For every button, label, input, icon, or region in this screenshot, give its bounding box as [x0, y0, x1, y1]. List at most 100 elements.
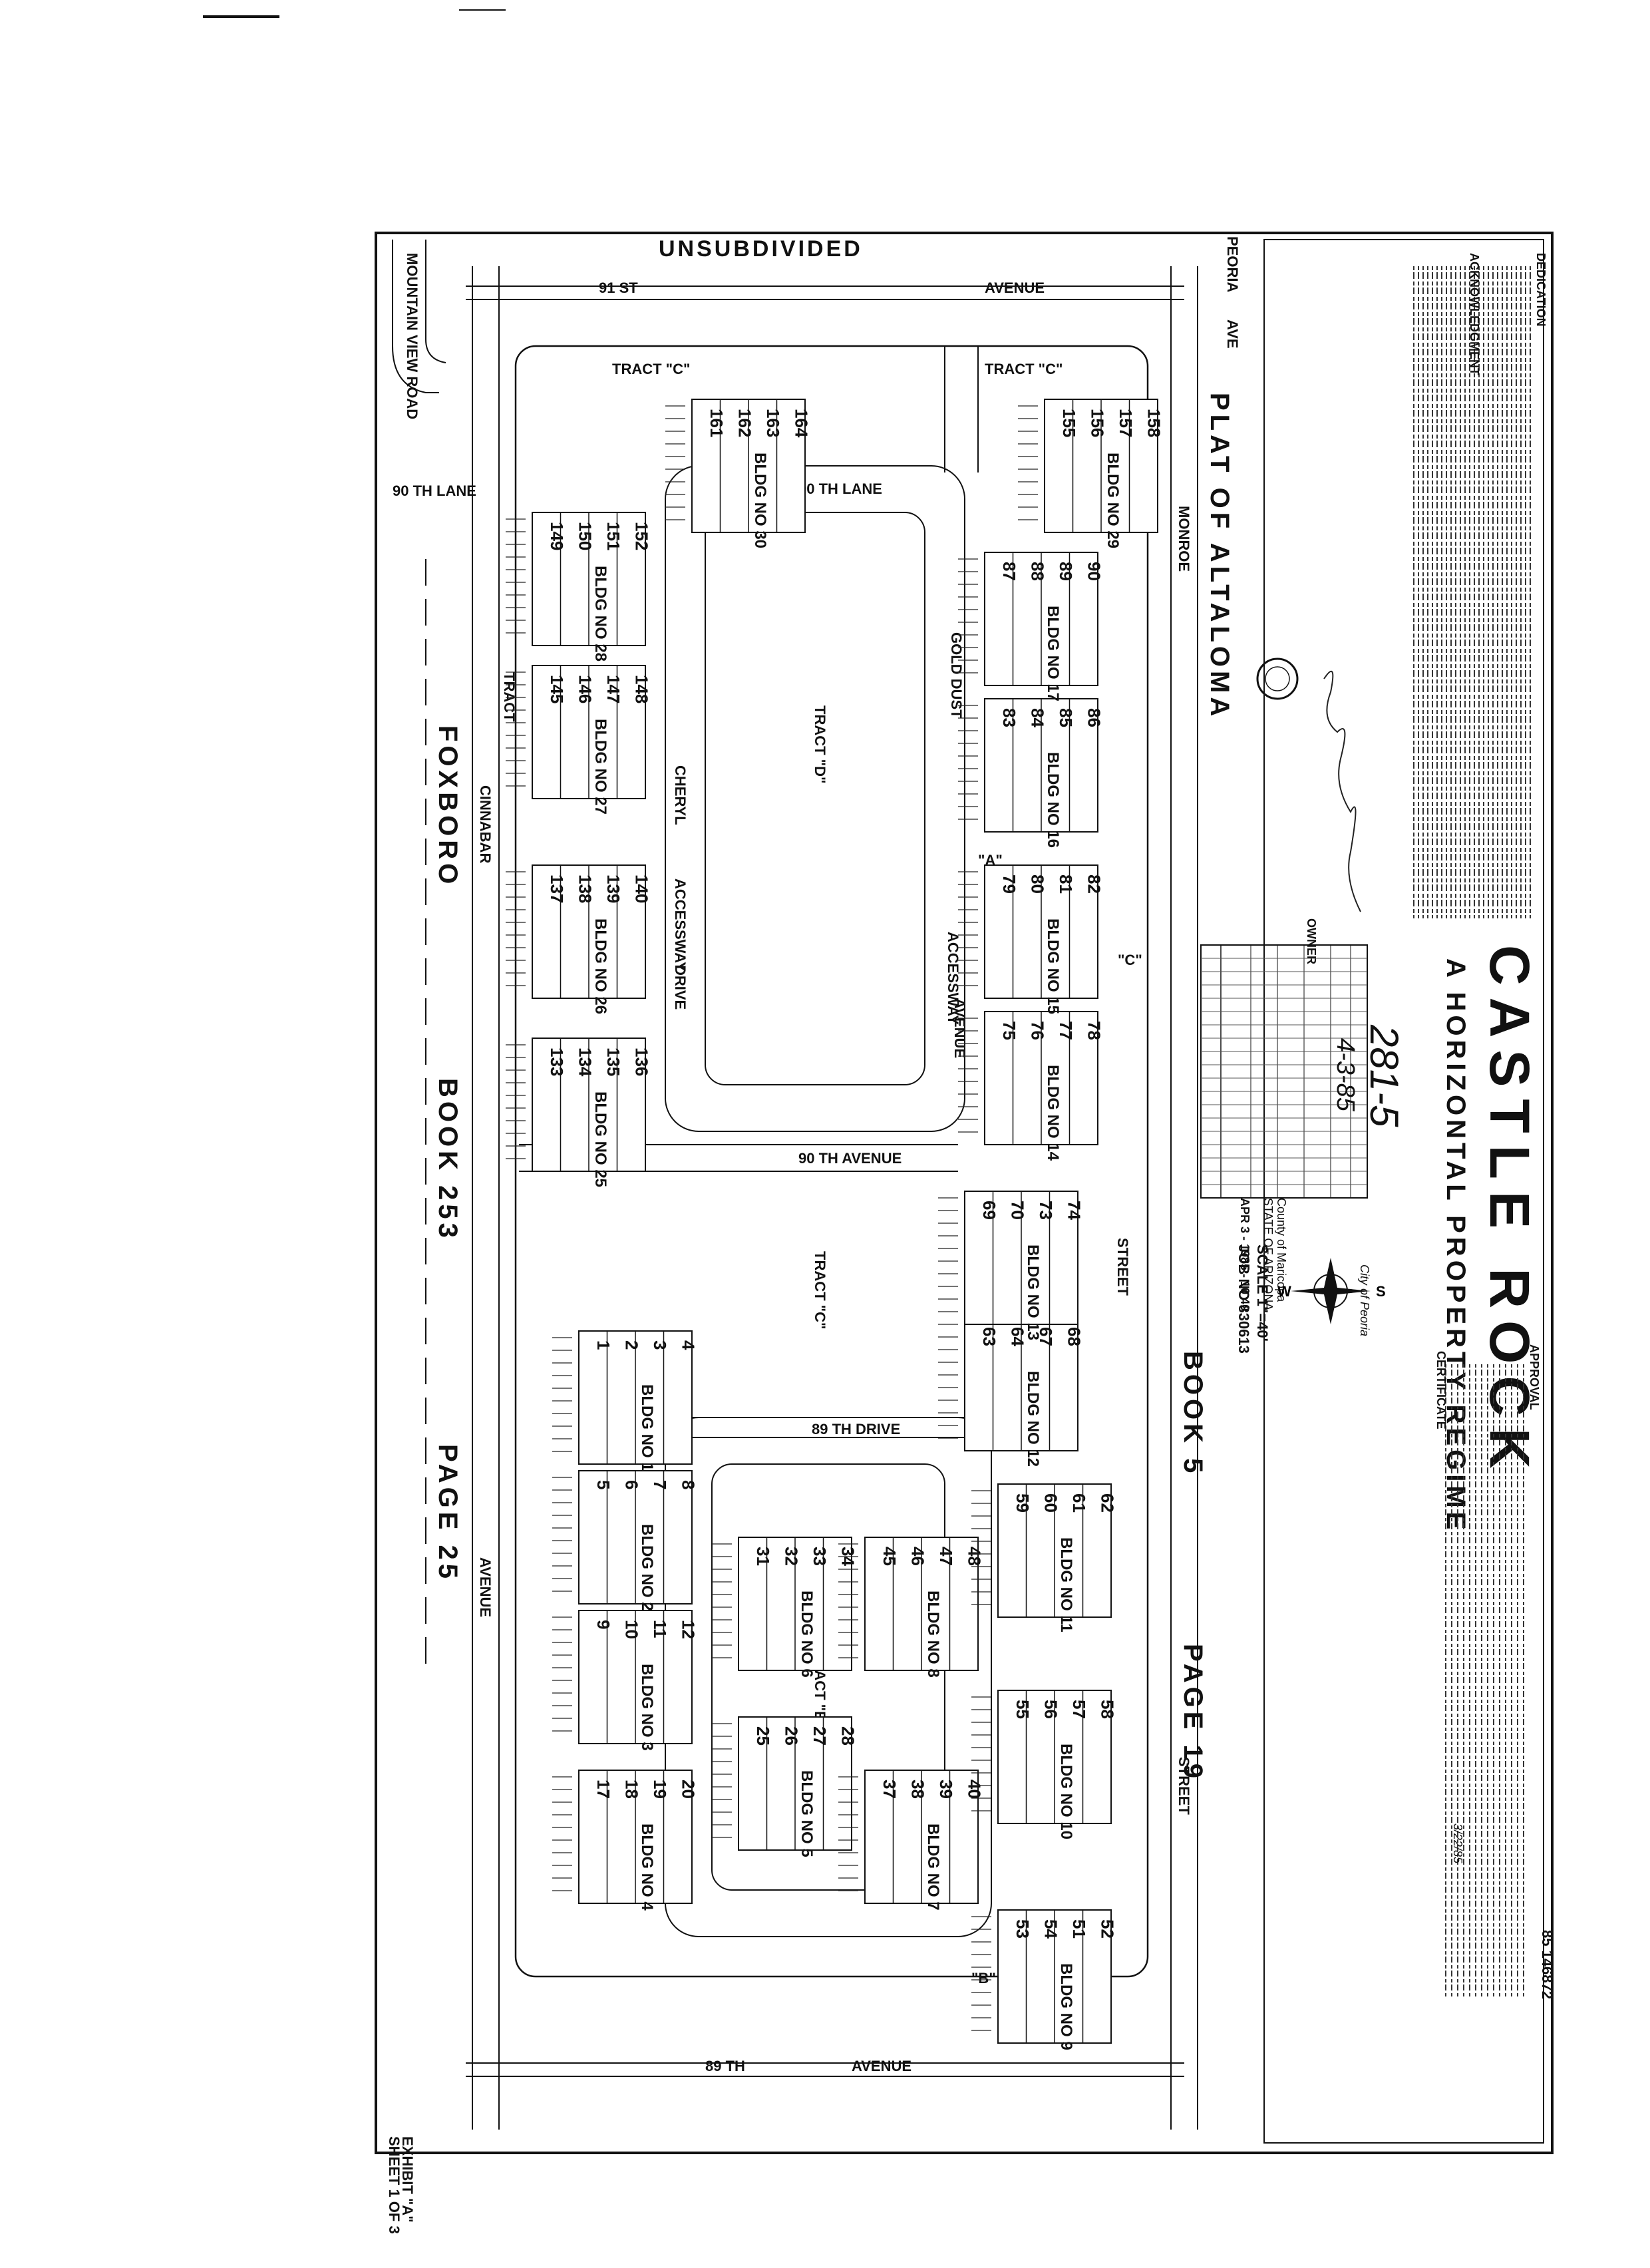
unit-number: 134 [576, 1047, 595, 1077]
unit-number: 137 [547, 874, 567, 903]
north-street-91st: 91 ST [599, 280, 638, 296]
building-label: BLDG NO 16 [1044, 752, 1062, 848]
unit-number: 86 [1084, 708, 1104, 727]
dedication-lines [1413, 266, 1531, 1996]
scale-label: SCALE 1"=40' [1254, 1244, 1271, 1342]
page-25-label: PAGE 25 [433, 1444, 462, 1583]
notary-seal [1256, 658, 1299, 700]
horizontal-property-subtitle: A HORIZONTAL PROPERTY REGIME [1441, 958, 1470, 1533]
owner-label: OWNER [1305, 918, 1318, 964]
unit-number: 145 [547, 675, 567, 703]
unit-number: 2 [622, 1340, 642, 1350]
book-page-handwritten: 281-5 [1362, 1024, 1406, 1127]
south-street-avenue: AVENUE [852, 2058, 911, 2074]
unit-number: 78 [1084, 1021, 1104, 1040]
cheryl-label: CHERYL [672, 765, 689, 825]
left-avenue-label: AVENUE [477, 1557, 494, 1617]
building-label: BLDG NO 28 [591, 566, 609, 662]
building-label: BLDG NO 10 [1057, 1744, 1075, 1839]
cinnabar-label: CINNABAR [477, 785, 494, 863]
unit-number: 9 [593, 1620, 613, 1629]
building-label: BLDG NO 26 [591, 918, 609, 1014]
interior-roads [519, 346, 998, 1937]
left-margin-recording: FOXBORO BOOK 253 PAGE 25 [425, 559, 462, 1664]
unit-number: 151 [603, 522, 623, 550]
unit-number: 164 [792, 409, 812, 438]
unit-number: 148 [632, 675, 652, 703]
building-label: BLDG NO 7 [924, 1823, 942, 1911]
job-number: JOB NO 830613 [1236, 1244, 1252, 1354]
unit-number: 37 [880, 1780, 900, 1799]
unit-number: 133 [547, 1047, 567, 1076]
unit-number: 61 [1069, 1493, 1089, 1513]
unit-number: 10 [622, 1620, 642, 1639]
certificate-dated: 3/22/85 [1451, 1823, 1464, 1864]
monroe-label: MONROE [1176, 506, 1192, 572]
unit-number: 20 [679, 1780, 699, 1799]
unit-number: 69 [979, 1201, 999, 1220]
tract-c-top-left: TRACT "C" [612, 361, 690, 377]
mountain-view-road: MOUNTAIN VIEW ROAD 90 TH LANE [392, 240, 476, 499]
lane-90th-label: 90 TH LANE [798, 480, 882, 497]
unit-number: 1 [593, 1340, 613, 1350]
unit-number: 7 [650, 1480, 670, 1489]
unit-number: 27 [810, 1726, 830, 1746]
unit-number: 76 [1028, 1021, 1048, 1040]
unit-number: 51 [1069, 1919, 1089, 1939]
owner-signature [1323, 670, 1361, 912]
page-19-label: PAGE 19 [1178, 1644, 1208, 1782]
building-label: BLDG NO 25 [591, 1091, 609, 1187]
unit-number: 70 [1008, 1201, 1028, 1220]
building-label: BLDG NO 11 [1057, 1537, 1075, 1632]
unit-number: 157 [1116, 409, 1136, 437]
approval-heading: APPROVAL [1528, 1344, 1541, 1410]
unit-number: 33 [810, 1547, 830, 1566]
unit-number: 6 [622, 1480, 642, 1489]
unit-number: 5 [593, 1480, 613, 1489]
unit-number: 45 [880, 1547, 900, 1566]
unit-number: 17 [593, 1780, 613, 1799]
building-label: BLDG NO 1 [638, 1384, 656, 1471]
unit-number: 75 [999, 1021, 1019, 1040]
sheet-label: SHEET 1 OF 3 [386, 2136, 403, 2234]
castle-rock-title: CASTLE ROCK [1478, 945, 1541, 1481]
unit-number: 57 [1069, 1700, 1089, 1719]
unit-number: 53 [1013, 1919, 1033, 1939]
unit-number: 80 [1028, 874, 1048, 894]
svg-text:S: S [1376, 1283, 1386, 1300]
ninetieth-lane-label: 90 TH LANE [393, 482, 476, 499]
book-5-label: BOOK 5 [1178, 1351, 1208, 1477]
building-label: BLDG NO 12 [1024, 1371, 1042, 1467]
tract-d: TRACT "D" [812, 705, 828, 783]
unit-number: 155 [1059, 409, 1079, 437]
curve-table [1200, 944, 1368, 1199]
boundary-lines [466, 266, 1198, 2130]
unit-number: 77 [1056, 1021, 1076, 1040]
unit-number: 32 [782, 1547, 802, 1566]
building-label: BLDG NO 15 [1044, 918, 1062, 1014]
street-label: STREET [1176, 1757, 1192, 1815]
unit-number: 85 [1056, 708, 1076, 727]
accessway-label-1: ACCESSWAY [945, 932, 961, 1025]
unit-number: 18 [622, 1780, 642, 1799]
unit-number: 63 [979, 1327, 999, 1346]
unit-number: 90 [1084, 562, 1104, 581]
unit-number: 156 [1088, 409, 1108, 437]
unit-number: 58 [1098, 1700, 1118, 1719]
svg-text:W: W [1277, 1283, 1291, 1300]
certificate-heading: CERTIFICATE [1434, 1351, 1448, 1429]
county-label: County of Maricopa [1275, 1198, 1288, 1302]
unit-number: 88 [1028, 562, 1048, 581]
